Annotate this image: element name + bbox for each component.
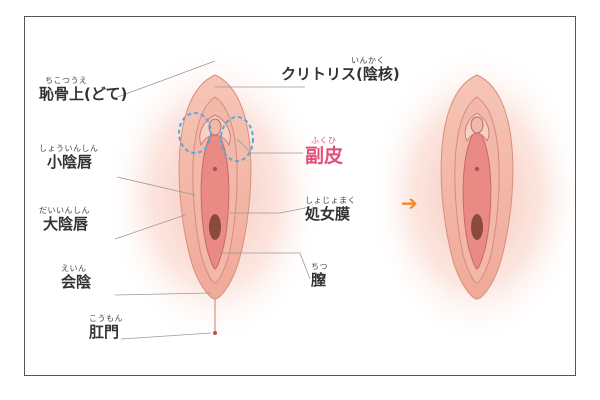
label-vagina: ちつ 膣 (311, 263, 328, 288)
label-clitoral-hood-text: 副皮 (305, 145, 344, 167)
label-mons-pubis: ちこつうえ 恥骨上(どて) (39, 77, 127, 102)
label-hymen-text: 処女膜 (305, 205, 351, 223)
highlight-circle-left (178, 112, 212, 154)
label-perineum: えいん 会陰 (61, 265, 91, 290)
arrow-right-icon: ➔ (401, 191, 418, 215)
vulva-before (105, 45, 325, 345)
label-mons-pubis-text: 恥骨上(どて) (39, 85, 128, 103)
leader-lines (114, 60, 311, 340)
label-mons-pubis-ruby: ちこつうえ (45, 76, 88, 85)
label-anus: こうもん 肛門 (89, 315, 123, 340)
label-labia-majora-ruby: だいいんしん (39, 206, 90, 215)
label-anus-text: 肛門 (89, 323, 120, 341)
label-hymen: しょじょまく 処女膜 (305, 197, 356, 222)
label-vagina-ruby: ちつ (311, 262, 328, 271)
highlight-circle-right (220, 116, 254, 162)
label-anus-ruby: こうもん (89, 314, 123, 323)
label-perineum-ruby: えいん (61, 264, 87, 273)
label-clitoris-text: クリトリス(陰核) (281, 65, 400, 83)
label-vagina-text: 膣 (311, 271, 327, 289)
label-labia-minora-ruby: しょういんしん (39, 144, 99, 153)
label-clitoral-hood: ふくひ 副皮 (305, 137, 343, 166)
label-clitoris: いんかく クリトリス(陰核) (281, 57, 400, 82)
label-labia-minora-text: 小陰唇 (47, 153, 93, 171)
anatomy-illustration (105, 45, 575, 345)
label-clitoris-ruby: いんかく (351, 56, 385, 65)
diagram-frame: いんかく クリトリス(陰核) ふくひ 副皮 しょじょまく 処女膜 ちつ 膣 ちこ… (24, 16, 576, 376)
label-clitoral-hood-ruby: ふくひ (311, 136, 337, 145)
label-labia-majora-text: 大陰唇 (43, 215, 89, 233)
label-hymen-ruby: しょじょまく (305, 196, 356, 205)
label-labia-minora: しょういんしん 小陰唇 (39, 145, 99, 170)
vulva-after (369, 45, 575, 345)
label-perineum-text: 会陰 (61, 273, 92, 291)
label-labia-majora: だいいんしん 大陰唇 (39, 207, 90, 232)
